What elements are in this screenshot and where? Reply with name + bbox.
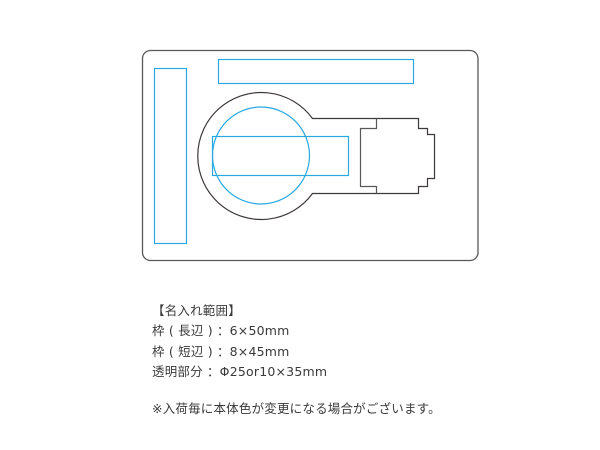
card-outline — [141, 49, 479, 262]
spec-frame-short-side: 枠 ( 短辺 ) ：8×45mm — [152, 343, 290, 359]
specs-heading: 【名入れ範囲】 — [152, 303, 241, 318]
color-change-note: ※入荷毎に本体色が変更になる場合がございます。 — [152, 401, 441, 416]
product-outline-diagram — [141, 49, 479, 262]
spec-transparent-area: 透明部分 ：Φ25or10×35mm — [152, 363, 328, 379]
tag-head-notch — [359, 118, 378, 194]
print-area-transparent-rect — [211, 135, 350, 177]
imprint-area-specs: 【名入れ範囲】 枠 ( 長辺 ) ：6×50mm 枠 ( 短辺 ) ：8×45m… — [152, 301, 327, 382]
print-area-frame-short-side — [217, 58, 415, 85]
print-area-transparent-circle — [211, 106, 311, 205]
tag-body-outline — [197, 91, 436, 221]
print-area-frame-long-side — [153, 67, 188, 245]
spec-frame-long-side: 枠 ( 長辺 ) ：6×50mm — [152, 323, 290, 339]
